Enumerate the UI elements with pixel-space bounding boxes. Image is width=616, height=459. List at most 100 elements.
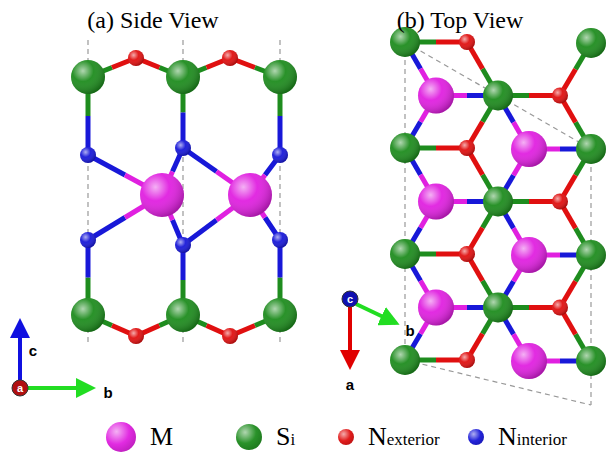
atom-shade [459,34,475,50]
axis-label: a [346,377,354,392]
atom-sphere [272,147,288,163]
atom-body [576,28,606,58]
axis-origin [12,380,28,396]
atom-body [552,88,568,104]
atom-shade [140,173,184,217]
atom-body [576,346,606,376]
atom-shade [418,184,454,220]
atom-sphere [140,173,184,217]
atom-body [418,78,454,114]
atom-shade [511,343,547,379]
atom-shade [175,140,191,156]
atom-sphere [418,290,454,326]
atom-sphere [80,232,96,248]
atom-sphere [459,34,475,50]
axis-label: a [17,383,23,394]
legend-swatch [468,429,484,445]
atom-sphere [390,133,420,163]
axis-label: b [405,323,414,338]
atom-shade [222,50,238,66]
atom-body [511,237,547,273]
atom-shade [228,173,272,217]
legend-label: Ninterior [498,424,567,450]
atom-body [390,345,420,375]
atom-sphere [483,81,513,111]
atom-shade [263,60,297,94]
axis-label: b [103,385,112,400]
atom-sphere [511,343,547,379]
atom-body [222,328,238,344]
atom-sphere [576,346,606,376]
bonds [88,42,591,361]
atom-sphere [390,239,420,269]
atom-body [459,140,475,156]
atom-body [80,147,96,163]
atom-shade [483,81,513,111]
atom-sphere [483,293,513,323]
atom-shade [272,147,288,163]
atom-body [128,328,144,344]
atom-shade [511,131,547,167]
atom-sphere [71,60,105,94]
atom-sphere [511,237,547,273]
atom-body [483,293,513,323]
atom-body [228,173,272,217]
atom-body [552,300,568,316]
atom-sphere [166,60,200,94]
atom-shade [459,352,475,368]
legend-label: Nexterior [368,424,440,450]
atom-shade [576,240,606,270]
atom-body [140,173,184,217]
cell-edge [404,42,405,360]
axis-arrow [356,304,396,323]
cell-edge [405,360,591,405]
atom-body [459,246,475,262]
atom-sphere [576,134,606,164]
atom-body [390,239,420,269]
atom-shade [552,300,568,316]
atom-body [166,60,200,94]
atom-sphere [128,50,144,66]
atom-sphere [71,298,105,332]
atom-sphere [390,345,420,375]
atom-body [576,240,606,270]
atom-body [263,60,297,94]
atom-sphere [552,300,568,316]
atom-shade [80,147,96,163]
atom-body [483,187,513,217]
legend-item: Nexterior [338,424,440,450]
atom-shade [71,60,105,94]
atom-shade [166,298,200,332]
legend-swatch [106,422,136,452]
atom-sphere [80,147,96,163]
atom-sphere [166,298,200,332]
atom-shade [459,246,475,262]
atom-body [80,232,96,248]
atom-body [390,133,420,163]
legend-swatch [338,429,354,445]
atom-sphere [228,173,272,217]
atom-body [71,298,105,332]
atom-shade [222,328,238,344]
atom-shade [483,187,513,217]
atom-sphere [418,184,454,220]
atom-shade [166,60,200,94]
atom-shade [459,140,475,156]
atom-shade [576,28,606,58]
atom-shade [390,239,420,269]
atom-shade [272,232,288,248]
atom-sphere [576,240,606,270]
atom-body [128,50,144,66]
atom-sphere [552,88,568,104]
atom-shade [418,78,454,114]
atom-body [166,298,200,332]
atom-shade [552,88,568,104]
atom-body [272,147,288,163]
atom-shade [128,328,144,344]
atom-body [175,237,191,253]
axis-label: c [29,343,37,358]
atoms [71,27,606,379]
atom-body [418,290,454,326]
